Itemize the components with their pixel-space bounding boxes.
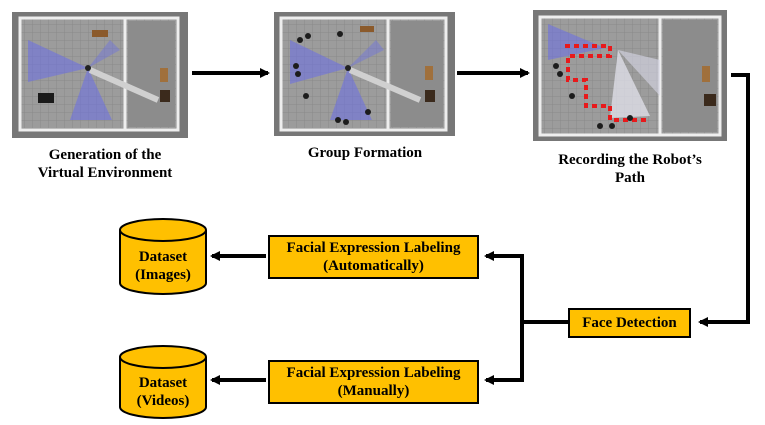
labeling-manual-mode: (Manually) xyxy=(337,383,410,399)
stage-label-line: Generation of the xyxy=(48,147,162,163)
dataset-images-type: (Images) xyxy=(135,267,191,283)
dataset-videos-label: Dataset (Videos) xyxy=(120,374,206,410)
labeling-manual-title: Facial Expression Labeling xyxy=(286,365,461,381)
arrow-to-labeling-auto xyxy=(484,251,524,322)
labeling-manual-box: Facial Expression Labeling (Manually) xyxy=(268,360,479,404)
stage-label-robot-path: Recording the Robot’s Path xyxy=(532,151,728,187)
stage-label-virtual-environment: Generation of the Virtual Environment xyxy=(10,146,200,182)
stage-label-line: Path xyxy=(615,170,645,186)
stage-label-line: Recording the Robot’s xyxy=(558,152,702,168)
stage-label-line: Group Formation xyxy=(307,145,423,161)
dataset-images-cylinder xyxy=(119,218,207,295)
arrow-scene3-to-face-detection xyxy=(698,73,750,327)
dataset-videos-title: Dataset xyxy=(138,375,188,391)
scene-virtual-environment-image xyxy=(12,12,188,138)
labeling-auto-mode: (Automatically) xyxy=(323,258,424,274)
scene-group-formation-image xyxy=(274,12,455,136)
robot-path-line xyxy=(565,44,650,122)
dataset-videos-type: (Videos) xyxy=(136,393,190,409)
dataset-videos-cylinder xyxy=(119,345,207,419)
arrow-to-labeling-manual xyxy=(484,322,524,385)
stage-label-line: Virtual Environment xyxy=(37,165,173,181)
labeling-auto-title: Facial Expression Labeling xyxy=(286,240,461,256)
dataset-images-label: Dataset (Images) xyxy=(120,248,206,284)
dataset-images-title: Dataset xyxy=(138,249,188,265)
stage-label-group-formation: Group Formation xyxy=(270,144,460,162)
face-detection-box: Face Detection xyxy=(568,308,691,338)
labeling-auto-box: Facial Expression Labeling (Automaticall… xyxy=(268,235,479,279)
scene-robot-path-image xyxy=(533,10,727,141)
face-detection-label: Face Detection xyxy=(582,315,677,331)
